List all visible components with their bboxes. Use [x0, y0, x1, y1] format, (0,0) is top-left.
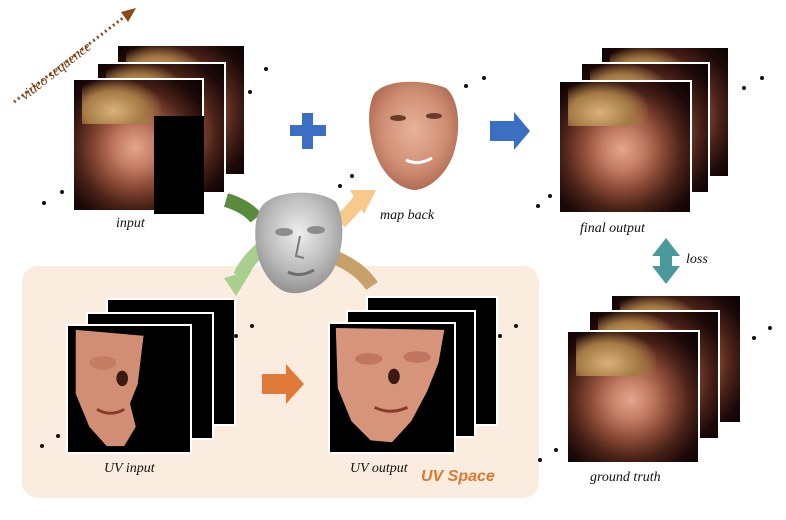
- uv-input-face: [75, 329, 144, 447]
- uv-space-title: UV Space: [421, 468, 495, 485]
- map-back-label: map back: [380, 208, 435, 223]
- ground-truth-label: ground truth: [590, 470, 661, 485]
- uv-input-frame-front: [66, 324, 192, 454]
- uv-output-frame-front: [328, 322, 456, 454]
- uv-output-face: [335, 327, 445, 443]
- uv-output-label: UV output: [350, 461, 408, 476]
- uv-input-label: UV input: [104, 461, 155, 476]
- input-mask-patch: [154, 116, 204, 214]
- final-output-label: final output: [580, 221, 645, 236]
- loss-label: loss: [686, 252, 708, 267]
- ground-truth-frame-front: [566, 330, 700, 464]
- input-frame-front: [72, 78, 204, 214]
- final-output-frame-front: [558, 80, 692, 214]
- input-label: input: [116, 216, 145, 231]
